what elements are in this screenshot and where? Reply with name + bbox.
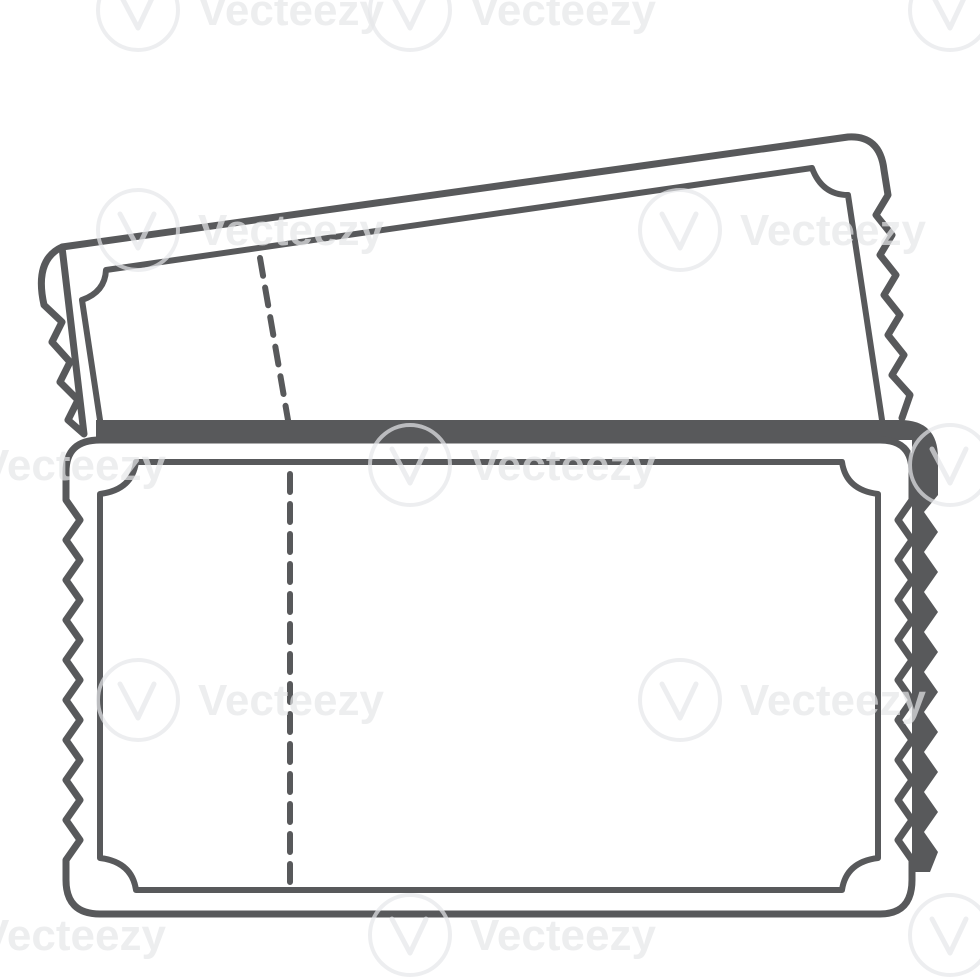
watermark-tile: Vecteezy	[0, 911, 166, 960]
back-ticket-inner-border	[79, 165, 885, 423]
watermark-tile: Vecteezy	[908, 423, 980, 507]
watermark-brand-text: Vecteezy	[198, 206, 384, 255]
vecteezy-logo-icon	[638, 188, 722, 272]
front-ticket-outer-outline	[62, 436, 916, 918]
vecteezy-logo-v-mark	[932, 0, 966, 31]
vecteezy-logo-v-mark	[659, 681, 699, 721]
watermark-brand-text: Vecteezy	[198, 676, 384, 725]
watermark-tile: Vecteezy	[96, 0, 384, 52]
vecteezy-logo-v-mark	[117, 681, 157, 721]
vecteezy-logo-v-mark	[392, 0, 426, 31]
front-ticket	[62, 436, 916, 918]
watermark-brand-text: Vecteezy	[198, 0, 384, 35]
vecteezy-logo-icon	[638, 658, 722, 742]
watermark-tile: Vecteezy	[908, 0, 980, 52]
watermark-brand-text: Vecteezy	[740, 676, 926, 725]
vecteezy-logo-v-mark	[389, 916, 429, 956]
vecteezy-logo-icon	[96, 0, 180, 52]
back-ticket-outer-outline	[37, 133, 914, 438]
vecteezy-logo-v-mark	[120, 0, 154, 31]
front-ticket-inner-border	[97, 459, 881, 893]
vecteezy-logo-icon	[908, 0, 980, 52]
watermark-brand-text: Vecteezy	[740, 206, 926, 255]
watermark-tile: Vecteezy	[638, 658, 926, 742]
watermark-brand-text: Vecteezy	[470, 441, 656, 490]
vecteezy-logo-v-mark	[929, 446, 969, 486]
watermark-tile: Vecteezy	[368, 423, 656, 507]
watermark-brand-text: Vecteezy	[470, 0, 656, 35]
watermark-tile: Vecteezy	[96, 658, 384, 742]
vecteezy-logo-icon	[96, 658, 180, 742]
watermark-tile: Vecteezy	[368, 0, 656, 52]
watermark-tile: Vecteezy	[908, 893, 980, 977]
watermark-brand-text: Vecteezy	[0, 441, 166, 490]
vecteezy-logo-icon	[368, 0, 452, 52]
watermark-brand-text: Vecteezy	[0, 911, 166, 960]
vecteezy-logo-v-mark	[929, 916, 969, 956]
watermark-tile: Vecteezy	[96, 188, 384, 272]
back-ticket	[37, 133, 914, 438]
vecteezy-logo-icon	[368, 423, 452, 507]
vecteezy-logo-v-mark	[389, 446, 429, 486]
vecteezy-logo-v-mark	[659, 211, 699, 251]
vecteezy-logo-v-mark	[117, 211, 157, 251]
watermark-tile: Vecteezy	[368, 893, 656, 977]
vecteezy-logo-icon	[908, 423, 980, 507]
vecteezy-logo-icon	[368, 893, 452, 977]
watermark-brand-text: Vecteezy	[470, 911, 656, 960]
watermark-tile: Vecteezy	[0, 441, 166, 490]
watermark-tile: Vecteezy	[638, 188, 926, 272]
vecteezy-logo-icon	[96, 188, 180, 272]
back-ticket-perforation	[257, 255, 291, 423]
vecteezy-logo-icon	[908, 893, 980, 977]
